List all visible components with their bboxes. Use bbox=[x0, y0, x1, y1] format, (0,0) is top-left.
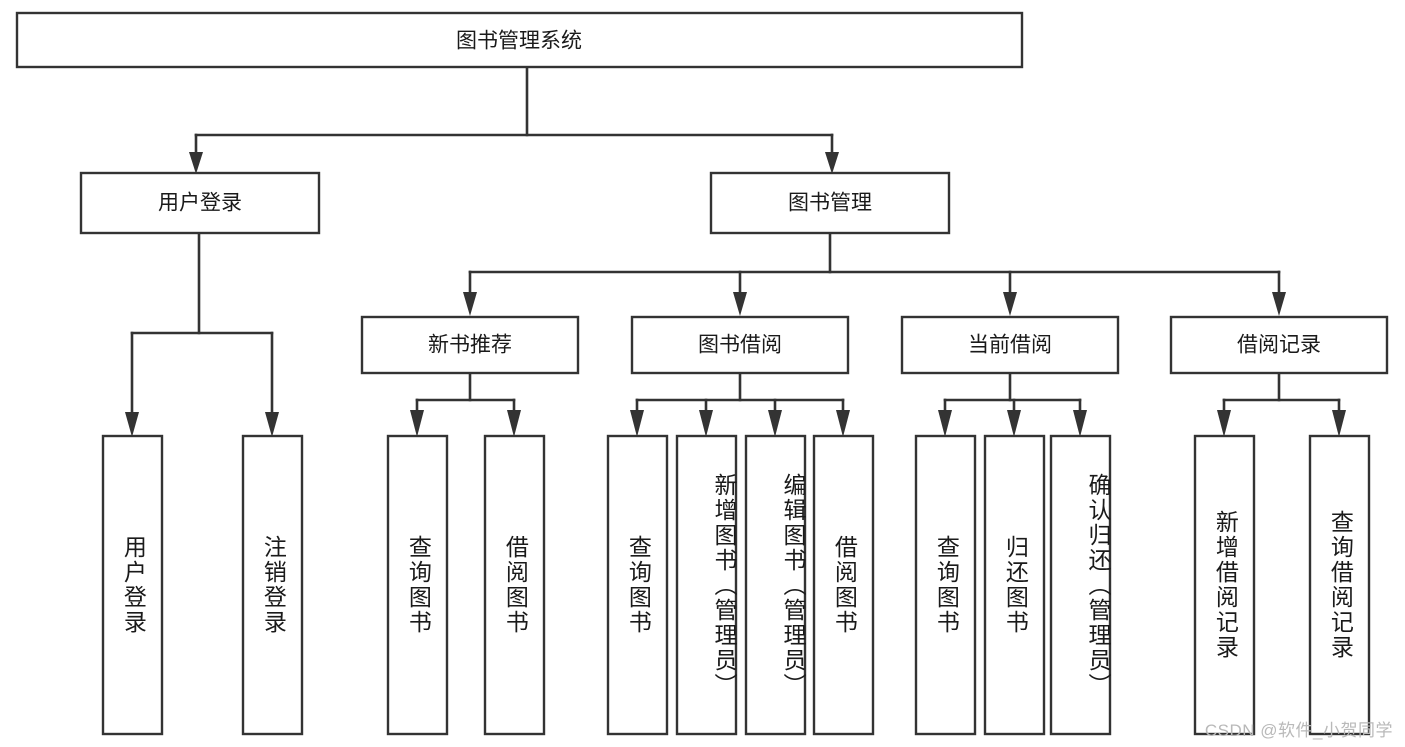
arrowhead-new-book-recommend bbox=[463, 292, 477, 316]
arrowhead-book-manage bbox=[825, 152, 839, 174]
node-user-login-label: 用户登录 bbox=[158, 192, 242, 215]
arrowhead-leaf-edit-book bbox=[768, 410, 782, 437]
connector-group-borrow-record bbox=[1217, 371, 1346, 437]
connector-group-new-book-recommend bbox=[410, 371, 521, 437]
node-book-manage[interactable]: 图书管理 bbox=[709, 171, 951, 235]
node-root[interactable]: 图书管理系统 bbox=[15, 11, 1024, 69]
connector-group-root bbox=[189, 65, 839, 174]
node-leaf-borrow-book-2-box[interactable] bbox=[812, 434, 875, 736]
arrowhead-leaf-logout bbox=[265, 412, 279, 437]
node-leaf-confirm-return-box[interactable] bbox=[1049, 434, 1112, 736]
arrowhead-leaf-return-book bbox=[1007, 410, 1021, 437]
node-leaf-borrow-book-1-box[interactable] bbox=[483, 434, 546, 736]
arrowhead-leaf-add-book bbox=[699, 410, 713, 437]
node-leaf-add-book-box[interactable] bbox=[675, 434, 738, 736]
node-borrow-record-box[interactable] bbox=[1169, 315, 1389, 375]
node-book-borrow[interactable]: 图书借阅 bbox=[630, 315, 850, 375]
node-current-borrow-label: 当前借阅 bbox=[968, 334, 1052, 357]
node-root-box[interactable] bbox=[15, 11, 1024, 69]
connector-group-book-manage bbox=[463, 231, 1286, 316]
node-user-login-box[interactable] bbox=[79, 171, 321, 235]
arrowhead-leaf-borrow-book-1 bbox=[507, 410, 521, 437]
arrowhead-current-borrow bbox=[1003, 292, 1017, 316]
node-borrow-record-label: 借阅记录 bbox=[1237, 334, 1321, 357]
node-new-book-recommend-box[interactable] bbox=[360, 315, 580, 375]
csdn-watermark: CSDN @软件_小贺同学 bbox=[1204, 721, 1393, 740]
node-borrow-record[interactable]: 借阅记录 bbox=[1169, 315, 1389, 375]
node-new-book-recommend-label: 新书推荐 bbox=[428, 334, 512, 357]
arrowhead-leaf-add-record bbox=[1217, 410, 1231, 437]
arrowhead-leaf-user-login bbox=[125, 412, 139, 437]
arrowhead-book-borrow bbox=[733, 292, 747, 316]
arrowhead-user-login bbox=[189, 152, 203, 174]
node-leaf-query-book-3-box[interactable] bbox=[914, 434, 977, 736]
node-root-label: 图书管理系统 bbox=[456, 30, 582, 53]
node-book-manage-box[interactable] bbox=[709, 171, 951, 235]
arrowhead-leaf-confirm-return bbox=[1073, 410, 1087, 437]
node-leaf-return-book-box[interactable] bbox=[983, 434, 1046, 736]
node-leaf-user-login-box[interactable] bbox=[101, 434, 164, 736]
node-leaf-query-book-1-box[interactable] bbox=[386, 434, 449, 736]
arrowhead-leaf-query-record bbox=[1332, 410, 1346, 437]
node-leaf-edit-book-box[interactable] bbox=[744, 434, 807, 736]
node-leaf-add-record-box[interactable] bbox=[1193, 434, 1256, 736]
node-book-borrow-label: 图书借阅 bbox=[698, 334, 782, 357]
arrowhead-leaf-query-book-3 bbox=[938, 410, 952, 437]
arrowhead-borrow-record bbox=[1272, 292, 1286, 316]
arrowhead-leaf-query-book-2 bbox=[630, 410, 644, 437]
arrowhead-leaf-borrow-book-2 bbox=[836, 410, 850, 437]
node-book-borrow-box[interactable] bbox=[630, 315, 850, 375]
node-leaf-logout-box[interactable] bbox=[241, 434, 304, 736]
node-book-manage-label: 图书管理 bbox=[788, 192, 872, 215]
arrowhead-leaf-query-book-1 bbox=[410, 410, 424, 437]
connector-group-book-borrow bbox=[630, 371, 850, 437]
connector-group-user-login bbox=[125, 231, 279, 437]
connector-group-current-borrow bbox=[938, 371, 1087, 437]
node-leaf-query-record-box[interactable] bbox=[1308, 434, 1371, 736]
node-leaf-query-book-2-box[interactable] bbox=[606, 434, 669, 736]
node-current-borrow[interactable]: 当前借阅 bbox=[900, 315, 1120, 375]
node-new-book-recommend[interactable]: 新书推荐 bbox=[360, 315, 580, 375]
node-user-login[interactable]: 用户登录 bbox=[79, 171, 321, 235]
node-current-borrow-box[interactable] bbox=[900, 315, 1120, 375]
